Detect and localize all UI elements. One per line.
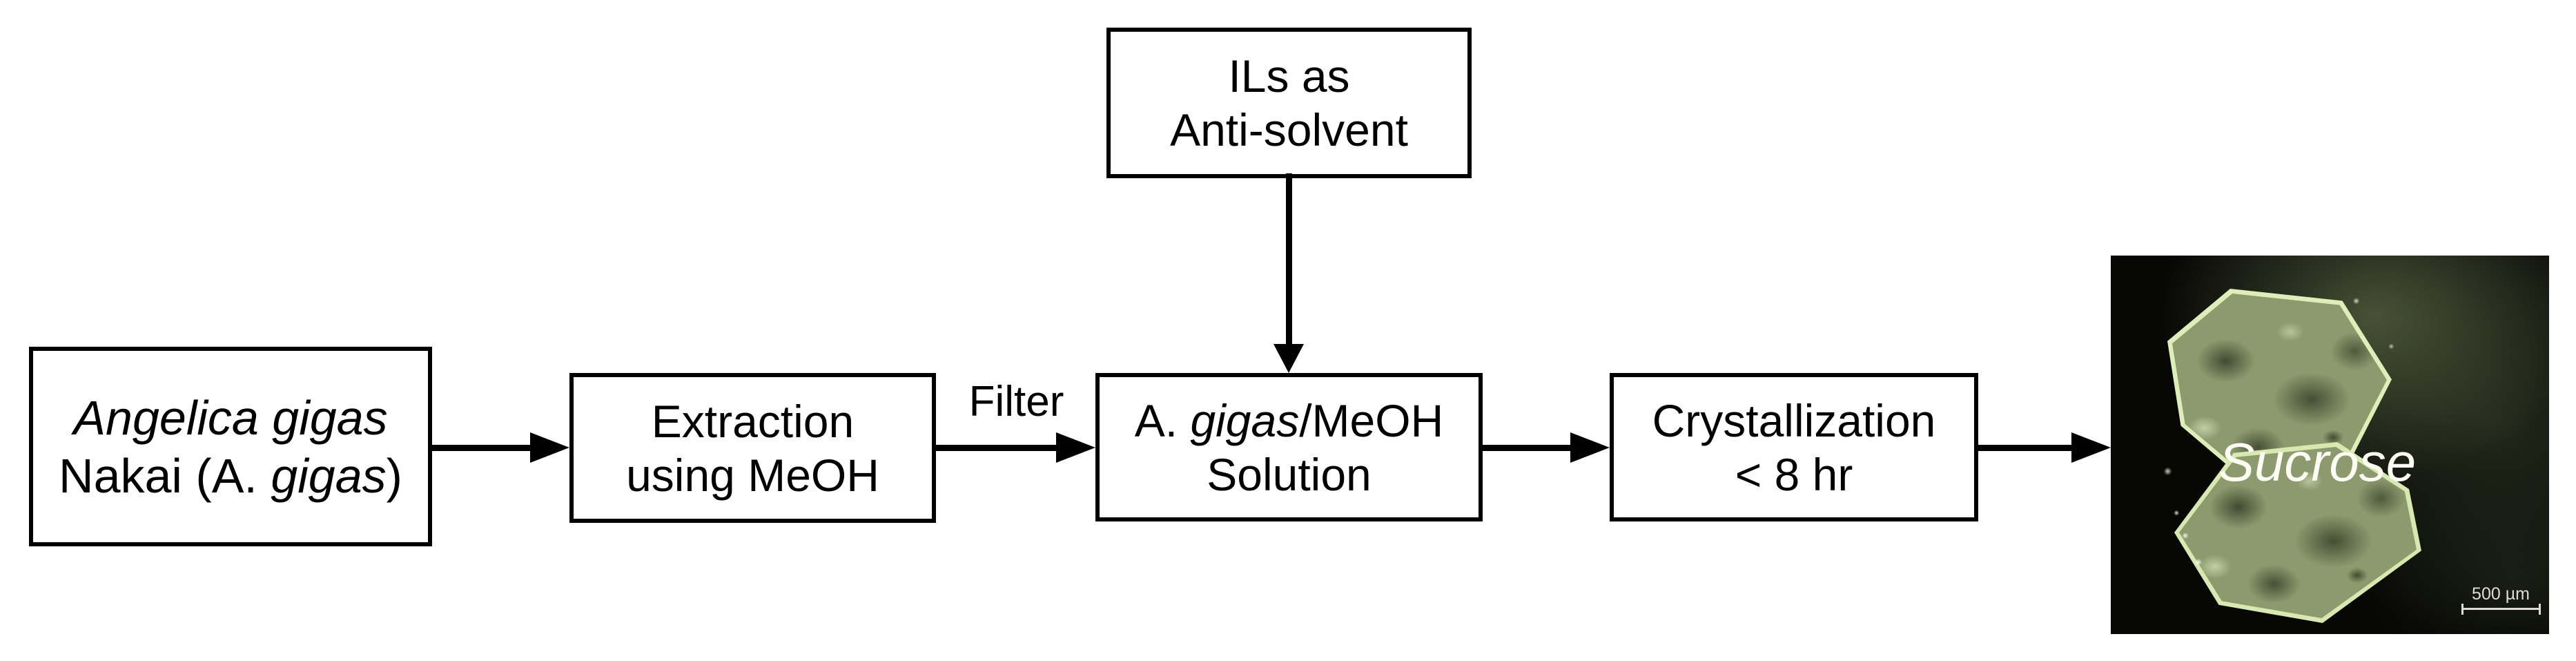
- filter-edge-label: Filter: [968, 378, 1064, 425]
- node-source-line2: Nakai (A. gigas): [59, 447, 402, 505]
- node-source-line1: Angelica gigas: [73, 390, 388, 445]
- arrow-source-to-extraction-head-icon: [530, 432, 569, 463]
- node-solution-line1-italic: gigas: [1190, 394, 1300, 446]
- node-ils-antisolvent-box: ILs as Anti-solvent: [1106, 28, 1472, 178]
- node-ils-antisolvent-line1: ILs as: [1228, 50, 1350, 102]
- node-crystallization-box: Crystallization < 8 hr: [1610, 373, 1978, 521]
- sucrose-crystal-photo: Sucrose 500 µm: [2111, 256, 2549, 634]
- arrow-solution-to-crystallization-shaft: [1481, 445, 1572, 451]
- node-ils-antisolvent-line2: Anti-solvent: [1170, 104, 1408, 155]
- node-extraction-line1: Extraction: [651, 395, 855, 447]
- node-solution-line1-pre: A.: [1134, 394, 1191, 446]
- arrow-crystallization-to-photo-head-icon: [2071, 432, 2111, 463]
- arrow-antisolvent-to-solution-shaft: [1286, 173, 1292, 344]
- crystal-sparkles: [2111, 256, 2549, 634]
- sucrose-caption: Sucrose: [2218, 432, 2417, 492]
- arrow-extraction-to-solution-shaft: [935, 445, 1058, 451]
- arrow-extraction-to-solution-head-icon: [1056, 432, 1095, 463]
- scale-bar: [2461, 604, 2541, 615]
- node-solution-line1-post: /MeOH: [1299, 394, 1444, 446]
- node-crystallization-line1: Crystallization: [1652, 394, 1936, 446]
- node-source-line2-italic: gigas: [271, 448, 387, 503]
- arrow-crystallization-to-photo-shaft: [1976, 445, 2074, 451]
- scale-bar-label: 500 µm: [2472, 584, 2530, 604]
- node-source-box: Angelica gigas Nakai (A. gigas): [29, 347, 432, 546]
- node-crystallization-line2: < 8 hr: [1735, 448, 1853, 500]
- node-source-line2-pre: Nakai (A.: [59, 448, 271, 503]
- node-solution-box: A. gigas/MeOH Solution: [1095, 373, 1483, 521]
- arrow-solution-to-crystallization-head-icon: [1570, 432, 1610, 463]
- node-extraction-box: Extraction using MeOH: [569, 373, 936, 523]
- node-extraction-line2: using MeOH: [626, 449, 879, 501]
- node-source-line2-post: ): [386, 448, 402, 503]
- arrow-antisolvent-to-solution-head-icon: [1274, 344, 1304, 373]
- node-solution-line2: Solution: [1207, 448, 1372, 500]
- node-solution-line1: A. gigas/MeOH: [1135, 394, 1444, 448]
- arrow-source-to-extraction-shaft: [430, 445, 532, 451]
